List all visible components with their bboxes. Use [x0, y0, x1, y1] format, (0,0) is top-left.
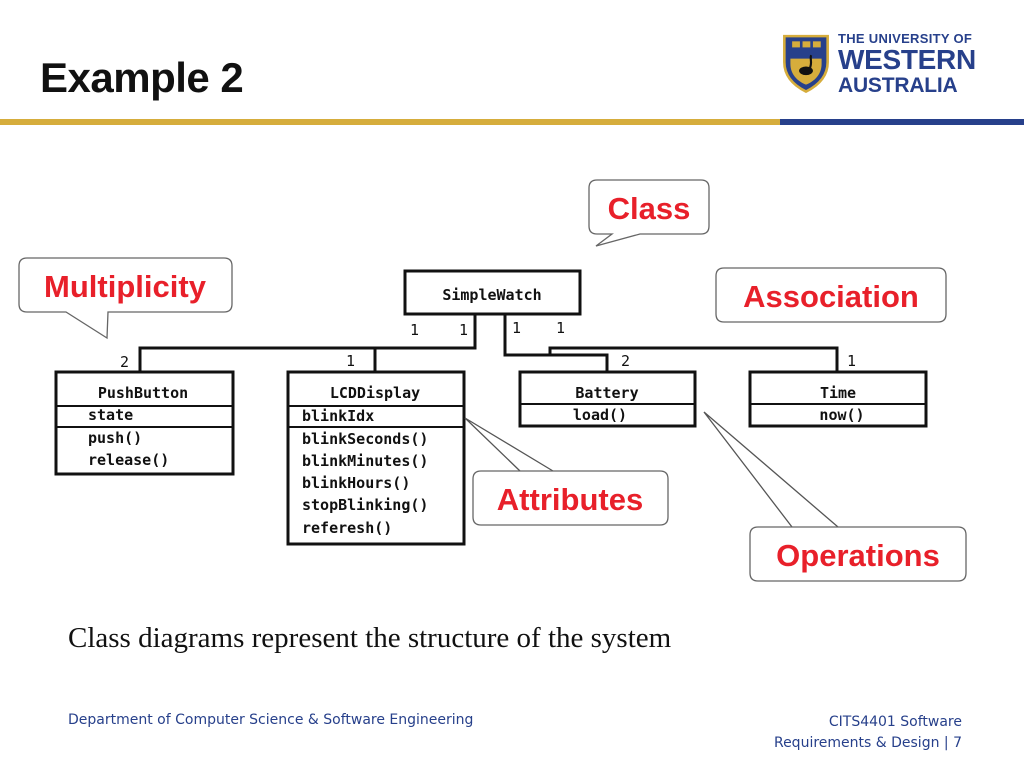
- operation: load(): [573, 406, 627, 424]
- operation: now(): [819, 406, 864, 424]
- multiplicity-label: 1: [459, 321, 468, 339]
- class-pushbutton: PushButton state push() release(): [54, 370, 235, 476]
- logo-line2: WESTERN: [838, 44, 976, 75]
- logo-line3: AUSTRALIA: [838, 74, 958, 97]
- attribute: blinkIdx: [302, 407, 374, 425]
- callout-label: Association: [743, 279, 919, 314]
- footer-course-line2-row: Requirements & Design | 7: [774, 733, 962, 754]
- header-band-blue: [780, 119, 1024, 125]
- header-band-gold: [0, 119, 780, 125]
- callout-class: Class: [588, 179, 710, 247]
- multiplicity-label: 2: [120, 353, 129, 371]
- multiplicity-label: 1: [346, 352, 355, 370]
- callout-label: Operations: [776, 538, 940, 573]
- slide-title: Example 2: [40, 54, 244, 101]
- slide-caption: Class diagrams represent the structure o…: [68, 622, 672, 654]
- page-number: 7: [953, 735, 962, 751]
- callout-association: Association: [715, 267, 947, 323]
- footer-course-line1: CITS4401 Software: [828, 714, 962, 730]
- multiplicity-label: 1: [512, 319, 521, 337]
- class-battery: Battery load(): [518, 370, 697, 428]
- class-simplewatch: SimpleWatch: [403, 269, 582, 316]
- class-lcddisplay: LCDDisplay blinkIdx blinkSeconds() blink…: [286, 370, 466, 546]
- operation: release(): [88, 451, 169, 469]
- callout-label: Multiplicity: [44, 269, 207, 304]
- multiplicity-label: 2: [621, 352, 630, 370]
- callout-attributes: Attributes: [472, 470, 669, 526]
- association-line-pushbutton: [138, 314, 477, 372]
- operation: referesh(): [302, 519, 392, 537]
- association-lines: [138, 314, 839, 372]
- attribute: state: [88, 406, 133, 424]
- footer-department: Department of Computer Science & Softwar…: [68, 712, 474, 728]
- operation: push(): [88, 429, 142, 447]
- footer-course-line2: Requirements & Design: [773, 735, 940, 751]
- association-line-time: [505, 346, 839, 372]
- operation: stopBlinking(): [302, 496, 428, 514]
- operation: blinkHours(): [302, 474, 410, 492]
- footer-course: CITS4401 Software Requirements & Design …: [774, 712, 962, 754]
- callout-operations: Operations: [749, 526, 967, 582]
- association-line-battery: [503, 314, 609, 372]
- callout-label: Class: [608, 191, 691, 226]
- callout-label: Attributes: [497, 482, 643, 517]
- footer-separator: |: [939, 735, 954, 751]
- callout-multiplicity: Multiplicity: [18, 257, 233, 340]
- operation: blinkMinutes(): [302, 452, 428, 470]
- class-name: SimpleWatch: [442, 286, 541, 304]
- logo-line1: THE UNIVERSITY OF: [838, 31, 973, 46]
- operation: blinkSeconds(): [302, 430, 428, 448]
- class-name: PushButton: [98, 384, 188, 402]
- callout-pointer-operations: [703, 411, 839, 528]
- class-name: Battery: [575, 384, 638, 402]
- callout-pointer-attributes: [464, 417, 554, 472]
- class-name: LCDDisplay: [330, 384, 420, 402]
- class-name: Time: [820, 384, 856, 402]
- association-line-lcddisplay: [373, 346, 475, 372]
- class-time: Time now(): [748, 370, 928, 428]
- multiplicity-label: 1: [410, 321, 419, 339]
- multiplicity-label: 1: [556, 319, 565, 337]
- multiplicity-label: 1: [847, 352, 856, 370]
- crest-icon: [783, 34, 829, 94]
